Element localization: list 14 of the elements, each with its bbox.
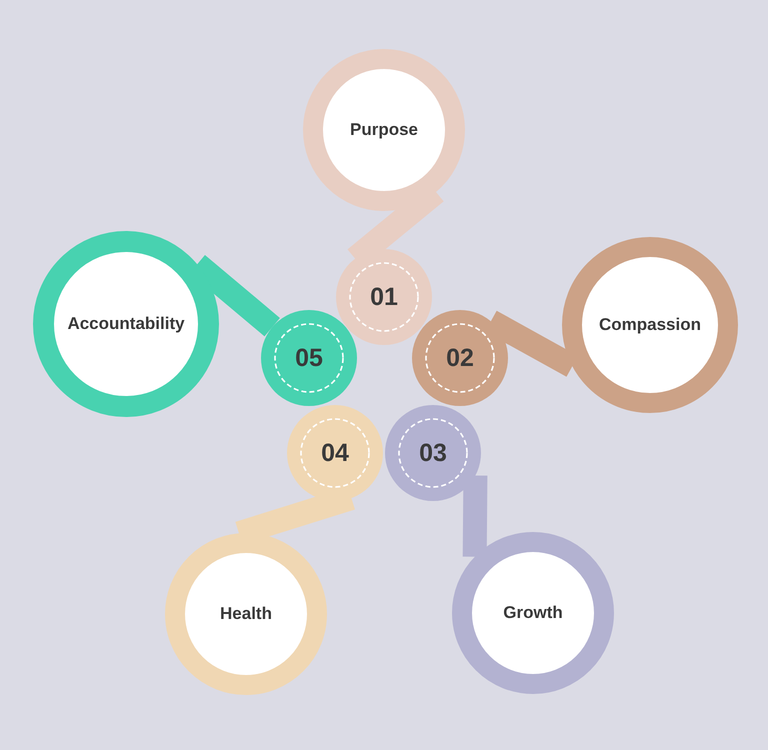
step-number: 02 — [446, 346, 474, 370]
value-label: Accountability — [67, 314, 185, 334]
step-circle — [336, 249, 432, 345]
step-number: 03 — [419, 440, 447, 466]
value-label: Growth — [503, 604, 563, 622]
step-circle — [261, 310, 357, 406]
value-label: Purpose — [350, 120, 418, 140]
connector-band — [462, 475, 488, 557]
step-number: 01 — [370, 284, 398, 310]
step-number: 04 — [321, 440, 349, 466]
value-label: Compassion — [598, 316, 702, 334]
value-label: Health — [220, 604, 272, 624]
step-circle — [412, 310, 508, 406]
step-number: 05 — [295, 346, 323, 370]
